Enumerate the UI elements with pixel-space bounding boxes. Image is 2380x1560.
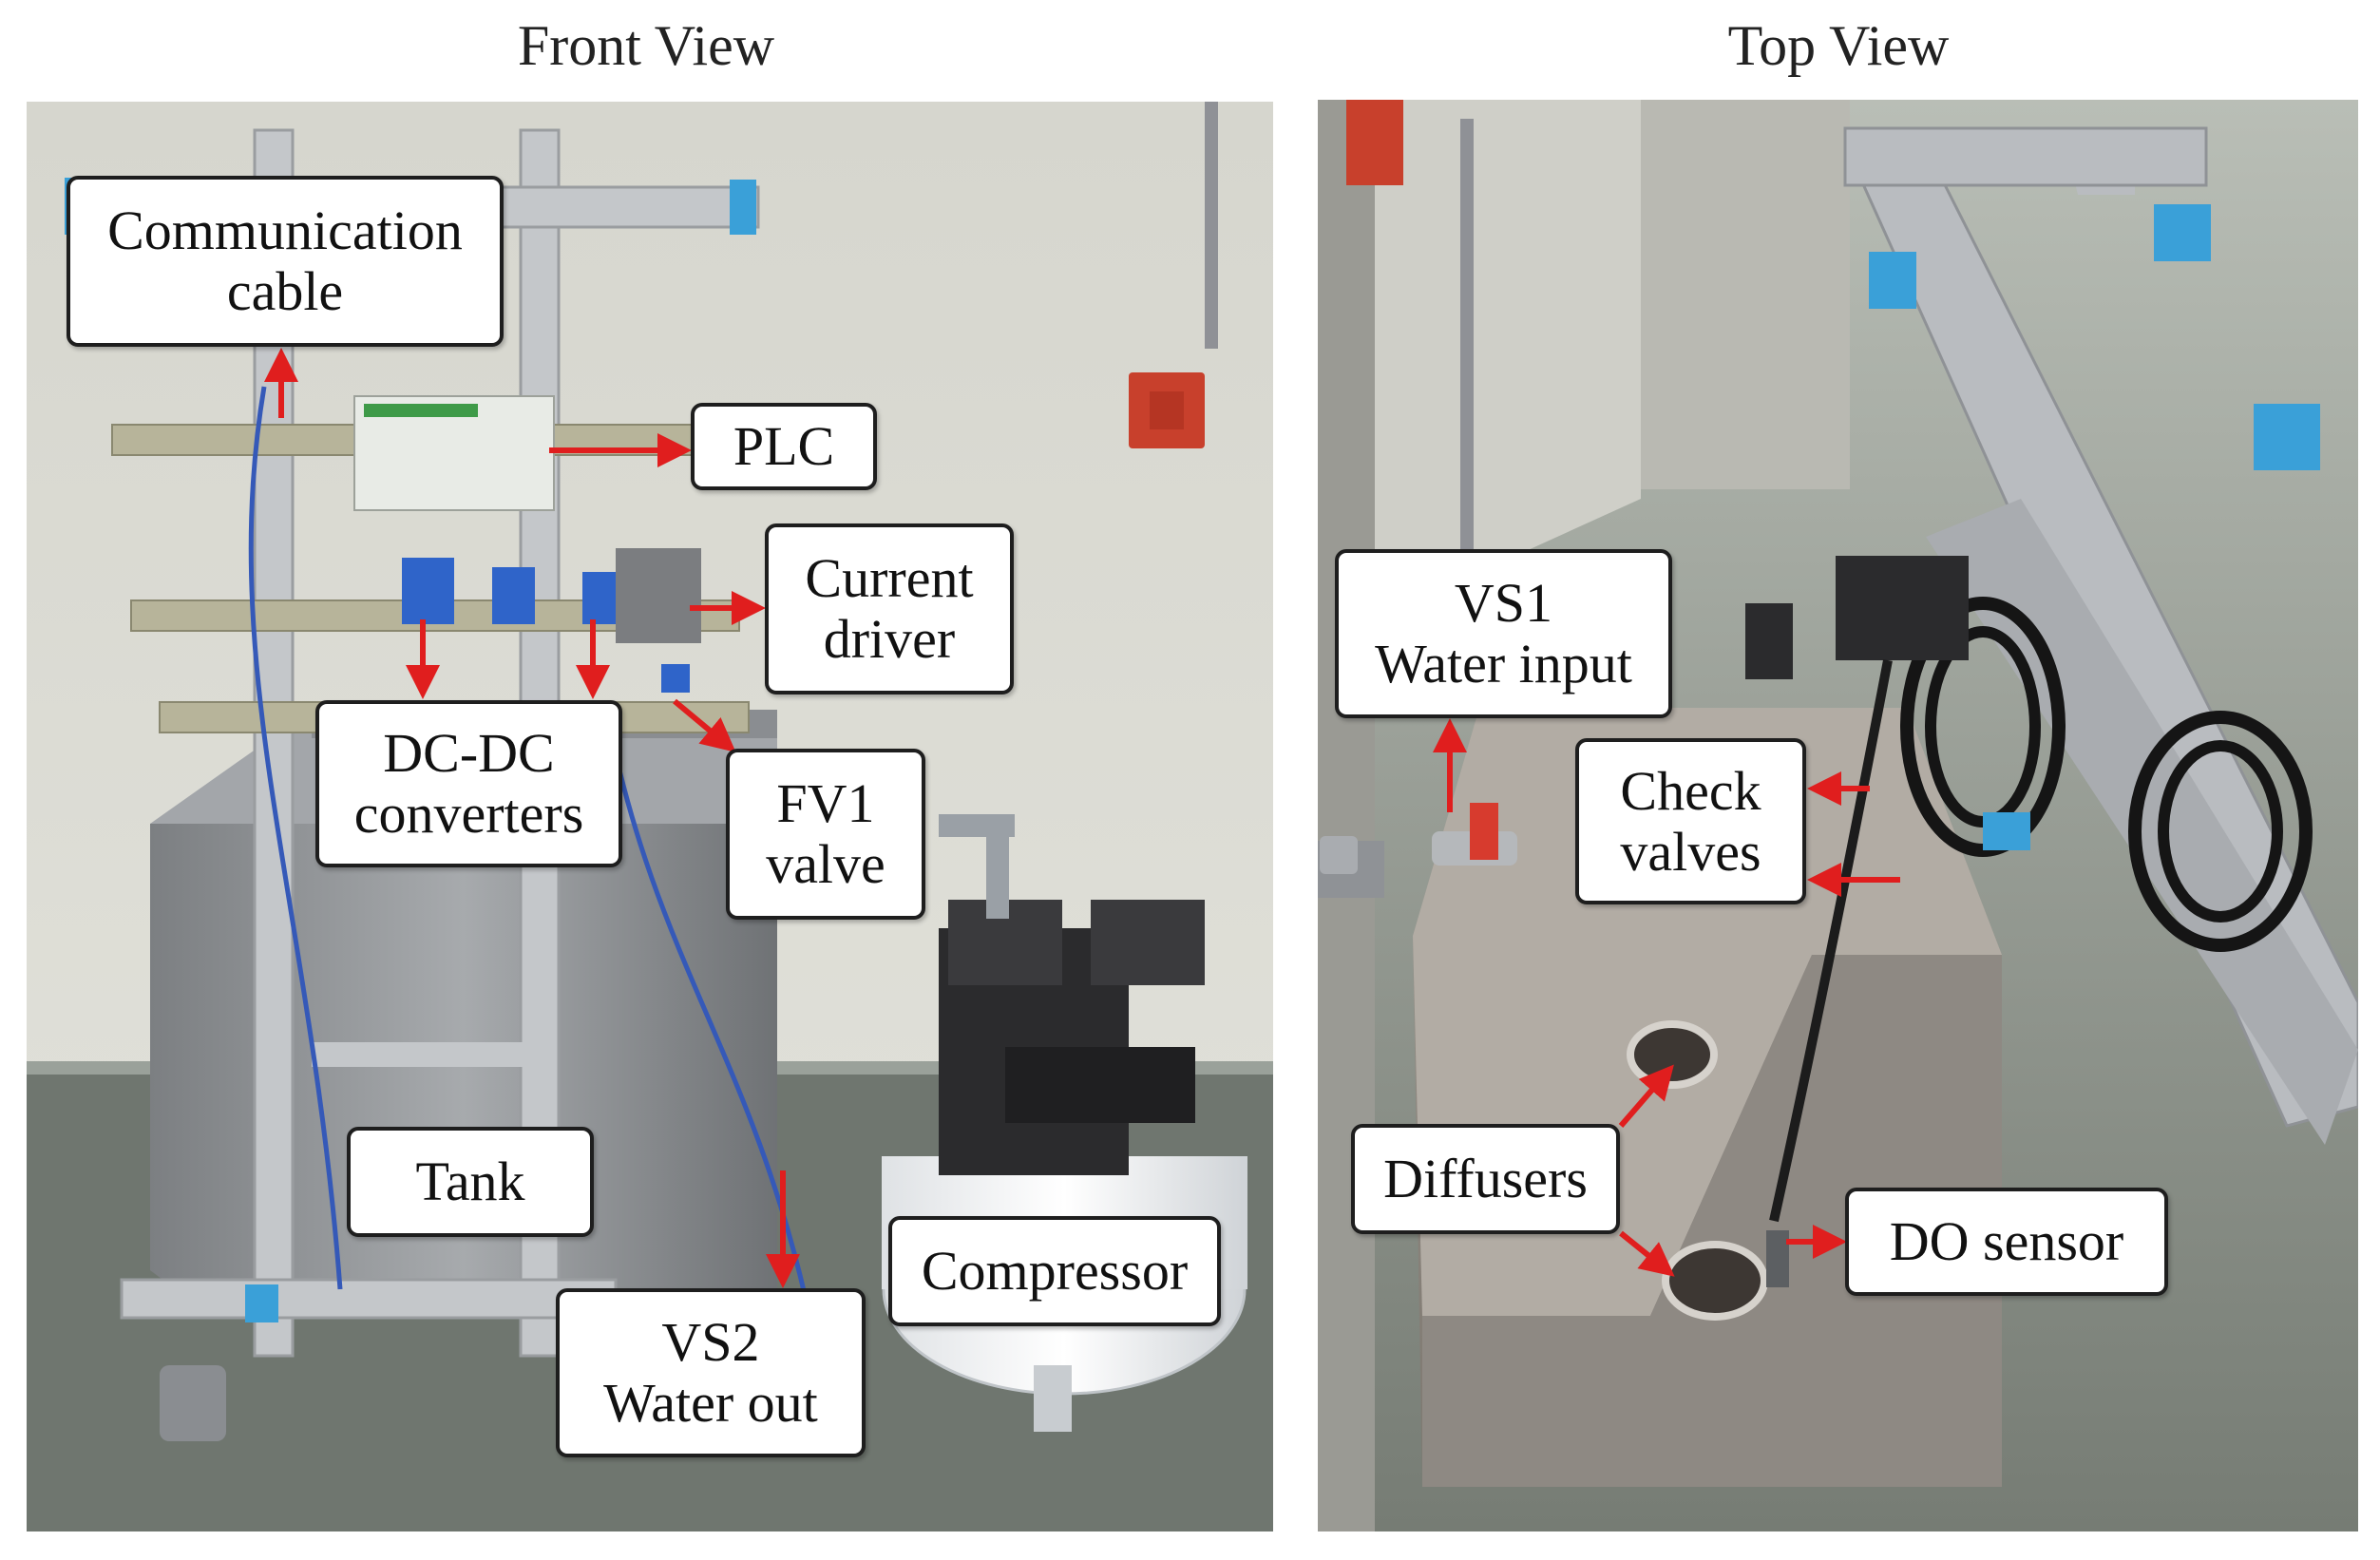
label-check-valves: Check valves (1575, 738, 1806, 904)
label-compressor: Compressor (888, 1216, 1221, 1326)
label-current-driver: Current driver (765, 523, 1014, 694)
top-view-title: Top View (1727, 14, 1950, 77)
label-vs2-water-out: VS2 Water out (556, 1288, 866, 1457)
label-plc: PLC (691, 403, 877, 490)
label-vs1-water-input: VS1 Water input (1335, 549, 1672, 718)
label-tank: Tank (347, 1127, 594, 1237)
top-view-photo (1318, 100, 2358, 1531)
label-diffusers: Diffusers (1351, 1124, 1620, 1234)
label-dcdc-converters: DC-DC converters (315, 700, 622, 867)
label-communication-cable: Communication cable (67, 176, 504, 347)
label-fv1-valve: FV1 valve (726, 749, 925, 920)
front-view-title: Front View (517, 14, 775, 77)
label-do-sensor: DO sensor (1845, 1188, 2168, 1296)
